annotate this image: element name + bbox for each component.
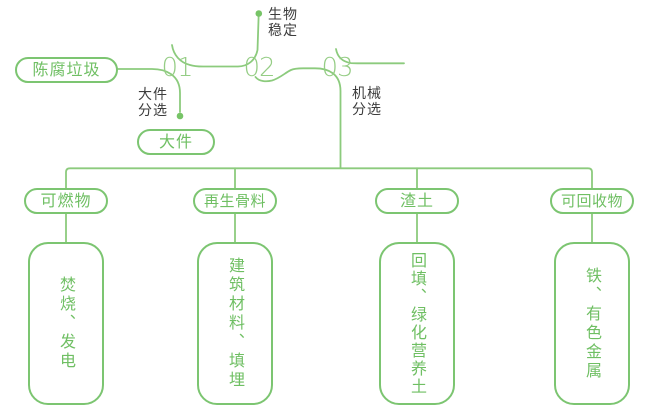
category-pill-recyclables: 可回收物 bbox=[550, 188, 634, 214]
category-pill-label: 可燃物 bbox=[40, 191, 92, 210]
outcome-box-text: 铁、有色金属 bbox=[583, 266, 602, 381]
distribution-bar bbox=[65, 167, 593, 189]
category-pill-label: 可回收物 bbox=[560, 191, 623, 210]
mechanical-sorting-label: 机械 分选 bbox=[352, 86, 382, 118]
station-number-03: 03 bbox=[321, 53, 353, 83]
station-number-01: 01 bbox=[161, 53, 193, 83]
outcome-box-metals: 铁、有色金属 bbox=[554, 242, 630, 405]
source-pill-label: 陈腐垃圾 bbox=[32, 60, 101, 79]
outcome-box-incineration: 焚烧、发电 bbox=[28, 242, 104, 405]
line-station02-to-bar bbox=[254, 67, 342, 169]
category-pill-label: 再生骨料 bbox=[203, 191, 266, 210]
bio-endpoint-dot bbox=[255, 10, 263, 17]
bulky-item-pill-label: 大件 bbox=[158, 132, 193, 151]
outcome-box-building-materials: 建筑材料、填埋 bbox=[197, 242, 273, 405]
source-pill: 陈腐垃圾 bbox=[15, 57, 118, 83]
line-station01-to-bio bbox=[171, 16, 260, 68]
category-pill-recycled-aggregate: 再生骨料 bbox=[193, 188, 277, 214]
line-source-to-bulky bbox=[117, 68, 181, 113]
category-pill-residue-soil: 渣土 bbox=[375, 188, 459, 214]
outcome-box-text: 回填、绿化营养土 bbox=[408, 251, 427, 396]
bulky-sorting-label: 大件 分选 bbox=[138, 87, 168, 119]
bulky-endpoint-dot bbox=[176, 112, 184, 120]
outcome-box-text: 焚烧、发电 bbox=[57, 276, 76, 371]
bulky-item-pill: 大件 bbox=[137, 129, 215, 155]
bio-stabilization-label: 生物 稳定 bbox=[268, 7, 298, 39]
category-pill-label: 渣土 bbox=[399, 191, 434, 210]
outcome-box-text: 建筑材料、填埋 bbox=[226, 257, 245, 390]
outcome-box-backfill: 回填、绿化营养土 bbox=[379, 242, 455, 405]
category-pill-combustibles: 可燃物 bbox=[24, 188, 108, 214]
line-station03-stub bbox=[335, 48, 405, 65]
station-number-02: 02 bbox=[243, 52, 275, 83]
